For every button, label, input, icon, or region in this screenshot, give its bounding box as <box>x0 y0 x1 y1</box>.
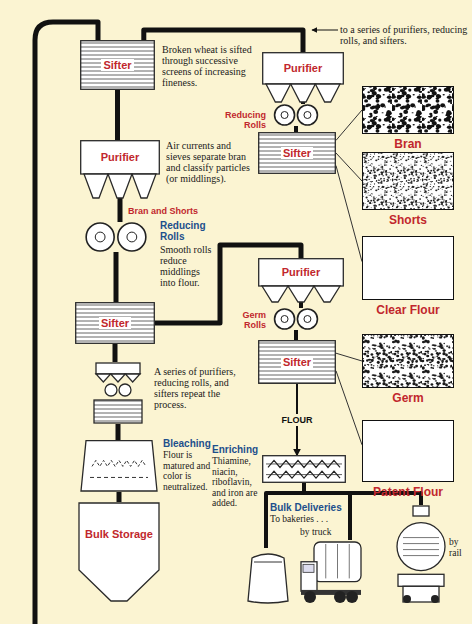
leader-line <box>336 371 362 445</box>
node-outline <box>246 548 290 604</box>
node-outline <box>395 505 447 604</box>
node-title: by rail <box>449 537 471 558</box>
node-title: Bulk Deliveries <box>270 502 366 513</box>
leader-line <box>336 353 362 361</box>
node-title: Bleaching <box>163 438 219 449</box>
node-title: Sifter <box>281 356 313 368</box>
product-sample: Clear Flour <box>362 236 454 300</box>
node-title: Enriching <box>212 444 260 455</box>
leader-line <box>336 166 362 262</box>
node-outline <box>80 222 152 252</box>
node-title: Purifier <box>282 266 321 278</box>
node-outline <box>300 540 362 604</box>
flow-pipe <box>115 90 120 140</box>
product-sample: Patent Flour <box>362 420 454 482</box>
node-outline <box>80 140 160 198</box>
mill-unit: A series of purifiers, reducing rolls, a… <box>90 362 146 424</box>
node-title: by truck <box>300 527 344 538</box>
enricher: EnrichingThiamine, niacin, riboflavin, a… <box>262 455 346 483</box>
node-outline <box>262 52 344 102</box>
node-outline <box>90 362 146 424</box>
bleaching-tank: BleachingFlour is matured and color is n… <box>80 440 158 492</box>
note-text: to a series of purifiers, reducing rolls… <box>340 24 468 46</box>
node-title: Reducing Rolls <box>160 220 218 242</box>
product-sample: Shorts <box>362 152 454 210</box>
purifier-box: PurifierAir currents and sieves separate… <box>80 140 160 198</box>
node-outline <box>78 502 160 602</box>
node-title: Germ Rolls <box>226 310 266 330</box>
node-outline <box>362 236 454 300</box>
node-title: Sifter <box>281 147 313 159</box>
pointer-arrow <box>312 30 338 31</box>
purifier-box: Purifier <box>262 52 344 102</box>
node-note: Broken wheat is sifted through successiv… <box>162 44 254 88</box>
flow-pipe <box>113 344 118 362</box>
node-outline <box>362 334 454 388</box>
node-title: Bulk Storage <box>78 528 160 540</box>
edge-label: FLOUR <box>280 414 315 426</box>
node-note: Air currents and sieves separate bran an… <box>166 140 254 184</box>
product-sample: Bran <box>362 86 454 134</box>
sifter-box: Sifter <box>75 302 155 344</box>
node-title: Sifter <box>101 59 133 71</box>
roller-pair: Reducing RollsSmooth rolls reduce middli… <box>80 222 152 252</box>
rail-tank-car: by rail <box>395 505 447 604</box>
flow-pipe <box>114 252 119 302</box>
flow-pipe <box>117 492 122 502</box>
node-title: Sifter <box>99 317 131 329</box>
node-title: Shorts <box>362 213 454 227</box>
flow-label: Bran and Shorts <box>128 206 198 216</box>
flow-pipe <box>294 330 298 340</box>
product-sample: Germ <box>362 334 454 388</box>
purifier-box: Purifier <box>258 258 344 302</box>
flow-pipe <box>116 424 121 440</box>
leader-line <box>336 110 362 140</box>
node-outline <box>362 420 454 482</box>
node-outline <box>262 455 346 483</box>
sifter-box: SifterBroken wheat is sifted through suc… <box>80 40 155 90</box>
node-note: Thiamine, niacin, riboflavin, and iron a… <box>212 456 260 509</box>
node-title: Reducing Rolls <box>222 110 266 130</box>
node-title: Purifier <box>101 151 140 163</box>
node-title: Germ <box>362 391 454 405</box>
node-title: Patent Flour <box>362 485 454 499</box>
node-outline <box>258 258 344 302</box>
sifter-box: Sifter <box>258 132 336 174</box>
flow-pipe <box>299 302 303 308</box>
node-outline <box>270 104 322 126</box>
node-note: To bakeries . . . <box>270 514 350 525</box>
roller-pair: Reducing Rolls <box>270 104 322 126</box>
node-outline <box>270 308 322 330</box>
node-note: Flour is matured and color is neutralize… <box>163 450 211 492</box>
node-title: Bran <box>362 137 454 151</box>
bulk-truck: by truck <box>300 540 362 604</box>
sifter-box: Sifter <box>258 340 336 384</box>
node-outline <box>362 152 454 210</box>
node-title: A series of purifiers, reducing rolls, a… <box>154 366 246 410</box>
flour-bag: Bulk DeliveriesTo bakeries . . . <box>246 548 290 604</box>
node-title: Clear Flour <box>362 303 454 317</box>
flow-pipe <box>118 198 123 222</box>
leader-line <box>336 153 362 181</box>
storage-silo: Bulk Storage <box>78 502 160 602</box>
node-outline <box>362 86 454 134</box>
node-note: Smooth rolls reduce middlings into flour… <box>160 244 212 288</box>
node-outline <box>80 440 158 492</box>
node-title: Purifier <box>284 62 323 74</box>
flow-pipe <box>294 126 298 132</box>
roller-pair: Germ Rolls <box>270 308 322 330</box>
